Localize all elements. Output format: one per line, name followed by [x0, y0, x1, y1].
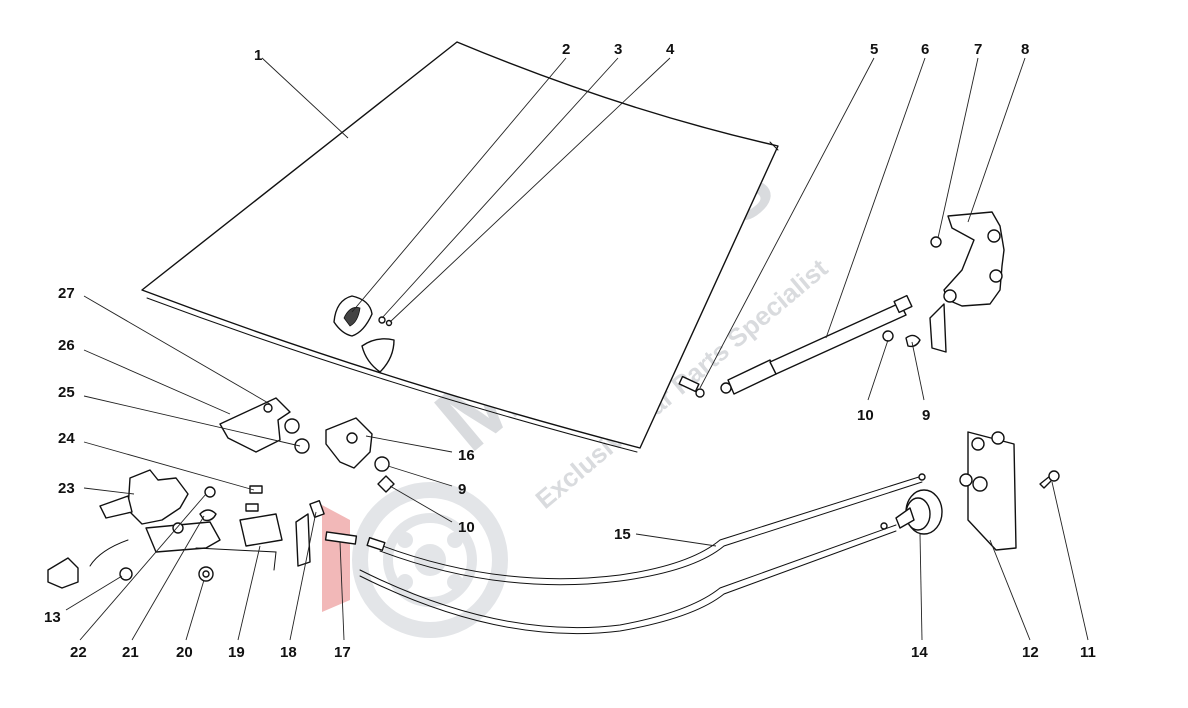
callout-13: 13: [44, 609, 61, 626]
cable-bracket: [295, 500, 325, 567]
callout-8: 8: [1021, 41, 1029, 58]
callout-11: 11: [1080, 644, 1096, 661]
pivot-block: [325, 417, 395, 493]
release-handle: [895, 489, 943, 535]
callout-27: 27: [58, 285, 75, 302]
callout-10-hinge: 10: [857, 407, 874, 424]
callout-24: 24: [58, 430, 75, 447]
callout-21: 21: [122, 644, 139, 661]
hood-lock: [89, 469, 221, 567]
callout-26: 26: [58, 337, 75, 354]
hood-hinge: [929, 211, 1005, 353]
callout-1: 1: [254, 47, 262, 64]
leader-lines: [65, 57, 1089, 641]
callout-18: 18: [280, 644, 297, 661]
hood-emblem: [333, 295, 393, 337]
callout-25: 25: [58, 384, 75, 401]
lock-switch: [195, 513, 283, 571]
callout-labels: 1 2 3 4 5 6 7 8 10 9 27 26 25 24 16 9 23…: [44, 41, 1096, 661]
callout-6: 6: [921, 41, 929, 58]
latch-bracket-screw: [1039, 470, 1060, 489]
lock-nut: [119, 567, 133, 581]
watermark-logo: [322, 482, 508, 638]
callout-15: 15: [614, 526, 631, 543]
callout-9-hinge: 9: [922, 407, 930, 424]
callout-16: 16: [458, 447, 475, 464]
callout-17: 17: [334, 644, 351, 661]
callout-2: 2: [562, 41, 570, 58]
emblem-backing-plate: [361, 338, 395, 373]
grommet: [198, 566, 214, 582]
latch-bracket: [959, 431, 1017, 551]
callout-9-pivot: 9: [458, 481, 466, 498]
cable-adjuster: [324, 531, 358, 545]
callout-23: 23: [58, 480, 75, 497]
latch-sensor: [47, 557, 79, 589]
callout-22: 22: [70, 644, 87, 661]
bracket-screws: [245, 485, 263, 512]
lock-bolt: [199, 486, 217, 522]
release-cables: [359, 473, 926, 635]
callout-19: 19: [228, 644, 245, 661]
gas-strut: [720, 294, 913, 395]
callout-4: 4: [666, 41, 675, 58]
hood-bracket: [219, 397, 310, 454]
gas-strut-bolt: [678, 375, 705, 398]
callout-12: 12: [1022, 644, 1039, 661]
callout-5: 5: [870, 41, 878, 58]
hood-panel: [141, 41, 779, 453]
callout-14: 14: [911, 644, 928, 661]
callout-10-pivot: 10: [458, 519, 475, 536]
callout-20: 20: [176, 644, 193, 661]
callout-7: 7: [974, 41, 982, 58]
callout-3: 3: [614, 41, 622, 58]
hinge-washer-and-screw: [882, 330, 921, 348]
